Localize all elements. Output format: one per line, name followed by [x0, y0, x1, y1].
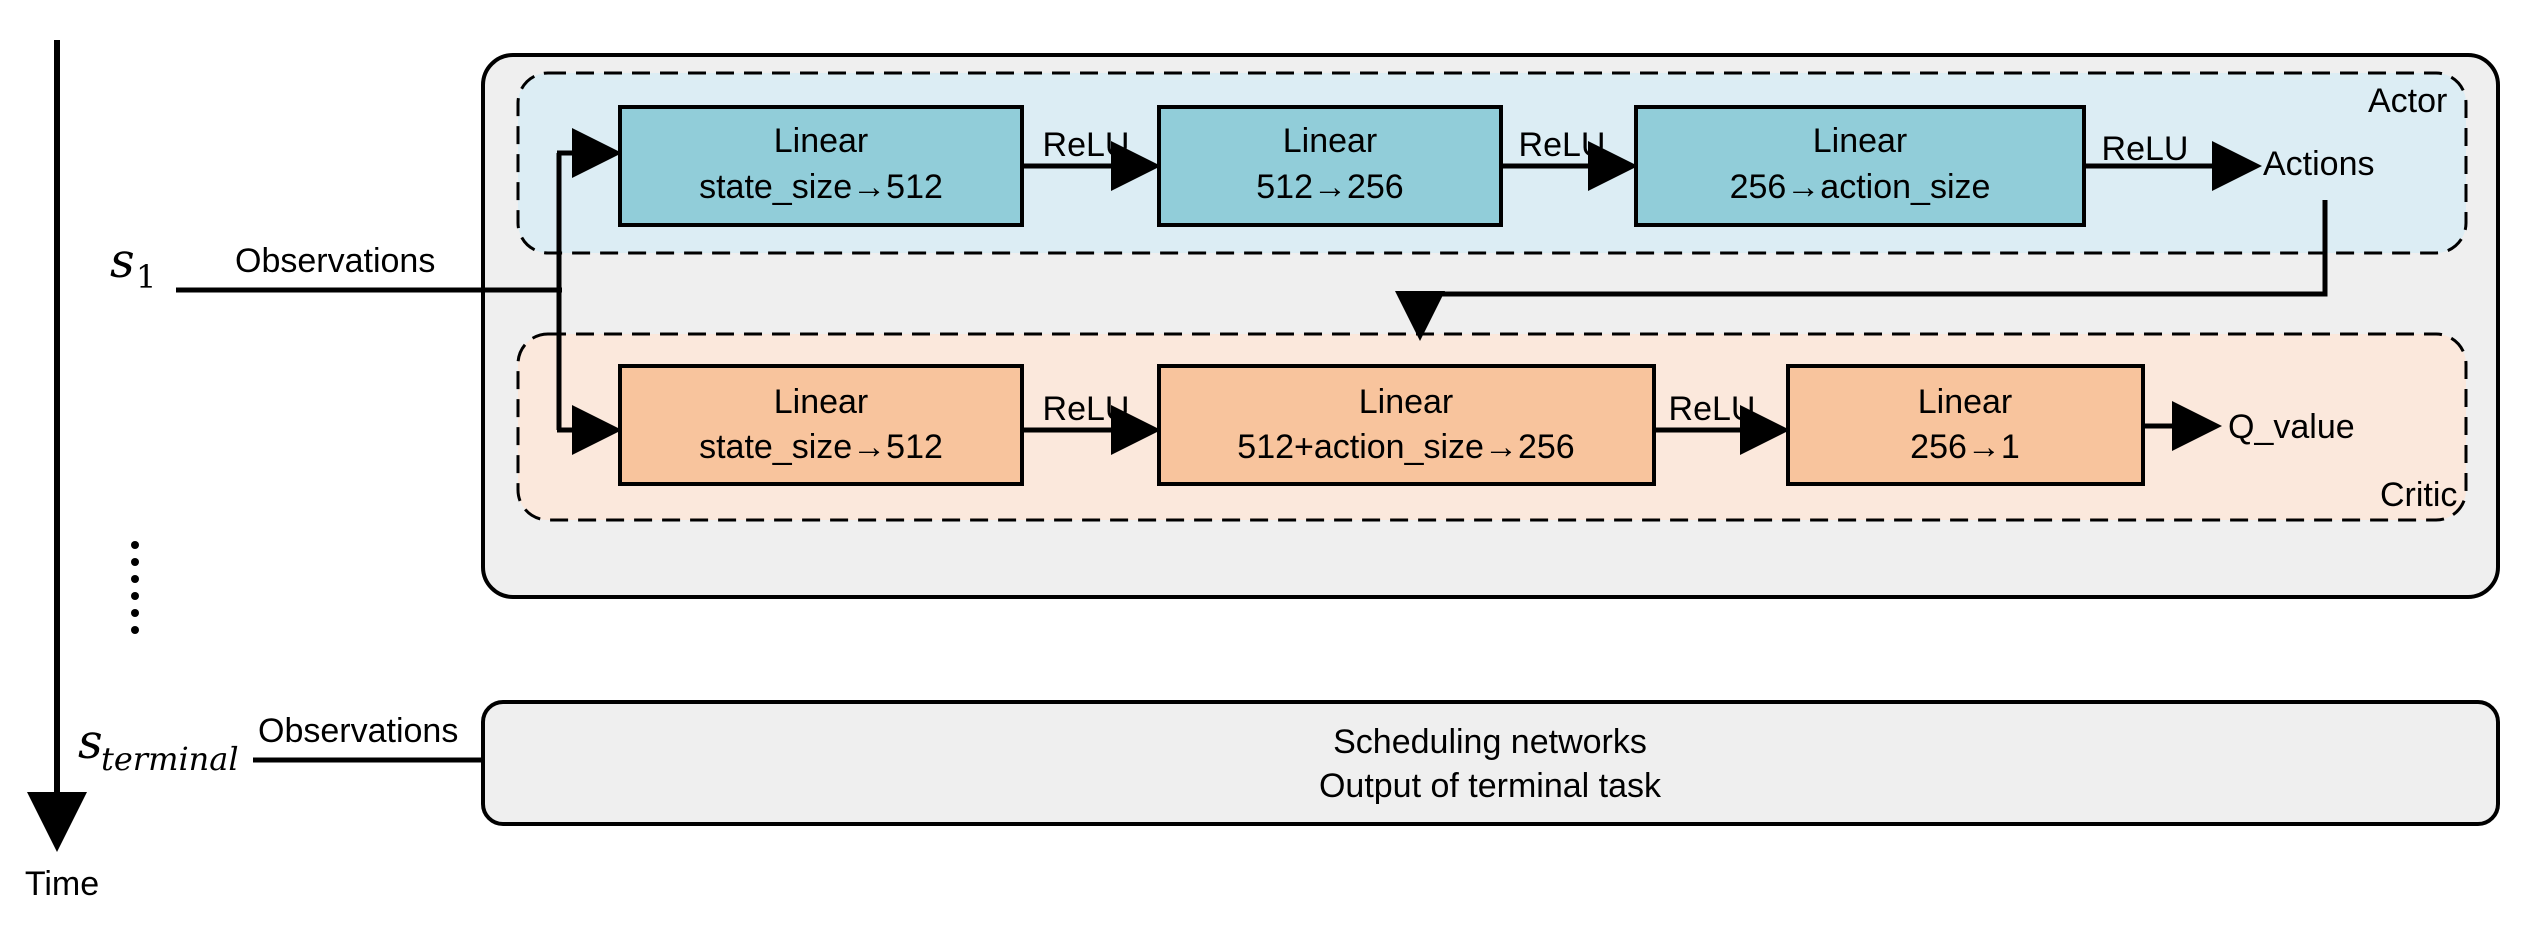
svg-text:terminal: terminal: [101, 740, 239, 778]
q-value-label: Q_value: [2228, 408, 2355, 446]
actor-relu-2: ReLU: [1519, 126, 1606, 164]
actor-layer-3: Linear 256→action_size: [1634, 105, 2086, 227]
actor-layer-2: Linear 512→256: [1157, 105, 1503, 227]
time-label: Time: [25, 865, 99, 903]
svg-text:state_size→512: state_size→512: [699, 428, 943, 466]
critic-layer-2: Linear 512+action_size→256: [1157, 364, 1656, 486]
svg-text:Linear: Linear: [774, 383, 869, 421]
critic-relu-1: ReLU: [1043, 390, 1130, 428]
actor-layer-1: Linear state_size→512: [618, 105, 1024, 227]
svg-text:Linear: Linear: [774, 122, 869, 160]
svg-text:state_size→512: state_size→512: [699, 168, 943, 206]
svg-text:512→256: 512→256: [1256, 168, 1403, 206]
observations-label-s1: Observations: [235, 242, 435, 280]
critic-relu-2: ReLU: [1669, 390, 1756, 428]
actor-label: Actor: [2368, 82, 2447, 120]
critic-label: Critic: [2380, 476, 2457, 514]
terminal-box-line2: Output of terminal task: [1319, 767, 1662, 805]
actions-label: Actions: [2263, 145, 2375, 183]
svg-text:256→1: 256→1: [1910, 428, 2020, 466]
svg-text:Linear: Linear: [1918, 383, 2013, 421]
svg-text:256→action_size: 256→action_size: [1730, 168, 1991, 206]
svg-text:Linear: Linear: [1359, 383, 1454, 421]
terminal-box: [481, 700, 2500, 826]
svg-text:s: s: [110, 233, 135, 289]
svg-text:512+action_size→256: 512+action_size→256: [1237, 428, 1574, 466]
actions-to-critic-arrow: [1395, 200, 2328, 341]
state-s1: s 1: [110, 233, 156, 296]
svg-text:1: 1: [136, 258, 156, 296]
svg-text:Linear: Linear: [1813, 122, 1908, 160]
actor-relu-1: ReLU: [1043, 126, 1130, 164]
observations-label-terminal: Observations: [258, 712, 458, 750]
terminal-box-line1: Scheduling networks: [1333, 723, 1647, 761]
svg-text:Linear: Linear: [1283, 122, 1378, 160]
state-terminal: s terminal: [78, 714, 239, 778]
critic-layer-3: Linear 256→1: [1786, 364, 2145, 486]
svg-text:s: s: [78, 714, 103, 770]
ellipsis-dots: [131, 541, 139, 634]
critic-layer-1: Linear state_size→512: [618, 364, 1024, 486]
actor-relu-3: ReLU: [2102, 130, 2189, 168]
